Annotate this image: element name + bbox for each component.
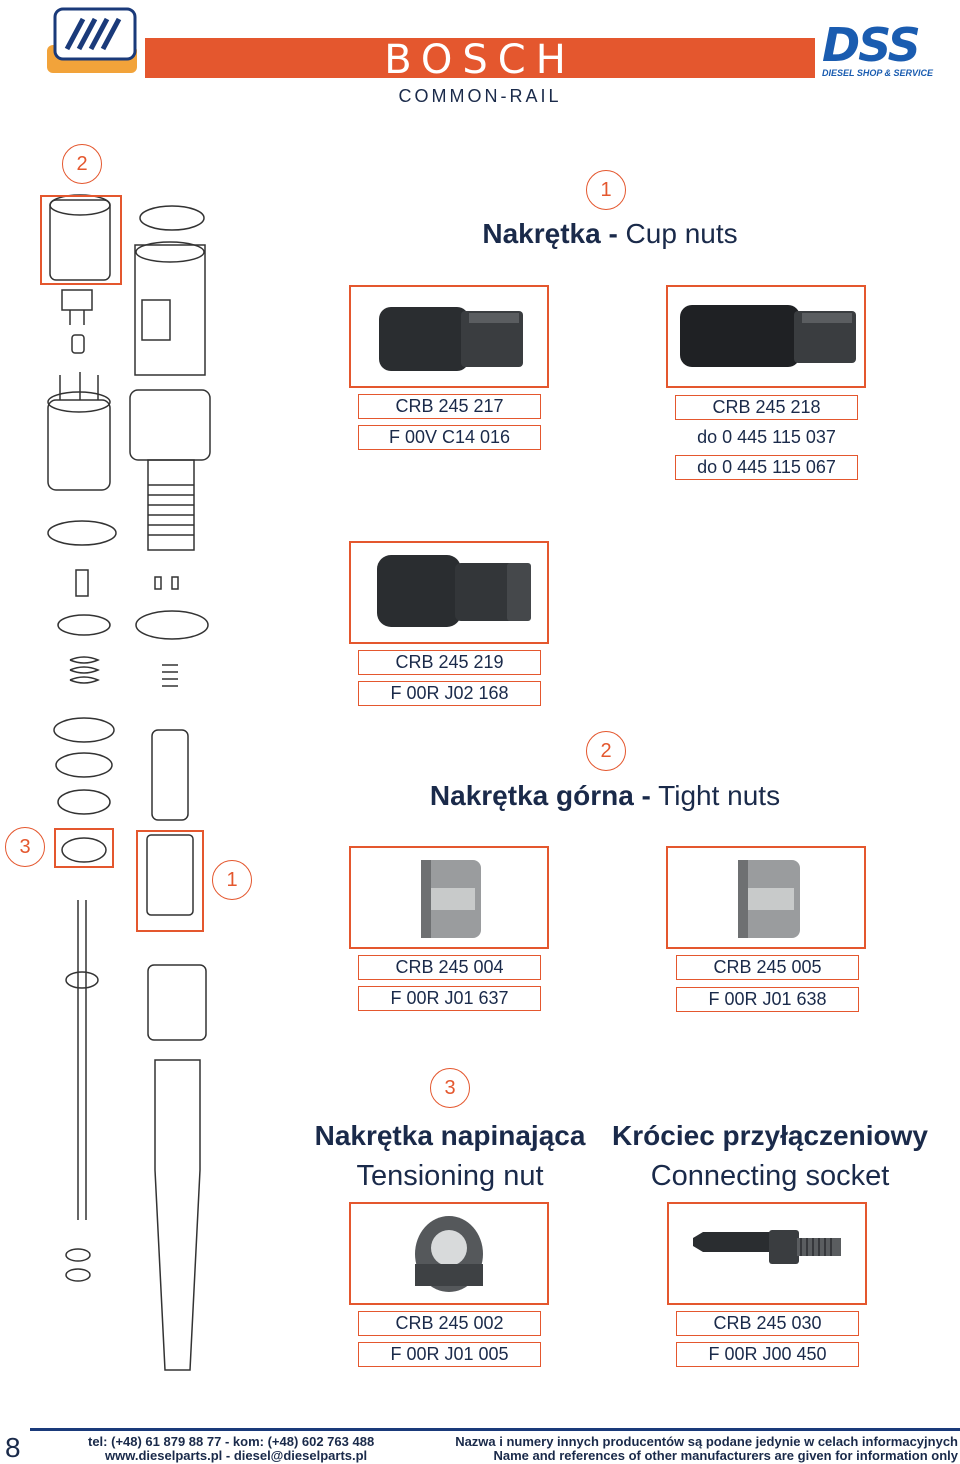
diagram-marker-1: 1 — [212, 860, 252, 900]
code-f00r-j00-450: F 00R J00 450 — [676, 1342, 859, 1367]
product-photo-crb-245-030 — [667, 1202, 867, 1305]
footer-note-pl: Nazwa i numery innych producentów są pod… — [455, 1434, 958, 1449]
diagram-highlight-tensioning-nut — [54, 828, 114, 868]
code-crb-245-219: CRB 245 219 — [358, 650, 541, 675]
diagram-highlight-cup-nut — [136, 830, 204, 932]
diagram-marker-2: 2 — [62, 144, 102, 184]
code-0445115037: do 0 445 115 037 — [697, 427, 836, 447]
product-photo-crb-245-002 — [349, 1202, 549, 1305]
header-bar — [145, 38, 815, 78]
title-en: Cup nuts — [625, 218, 738, 249]
footer-divider — [30, 1428, 960, 1431]
code-0445115067: do 0 445 115 067 — [675, 455, 858, 480]
product-photo-crb-245-219 — [349, 541, 549, 644]
section-title-cup-nuts: Nakrętka - Cup nuts — [440, 218, 780, 250]
title-tensioning-nut-en: Tensioning nut — [356, 1160, 544, 1192]
product-photo-crb-245-005 — [666, 846, 866, 949]
brand-title: BOSCH — [384, 37, 576, 83]
company-logo — [47, 7, 137, 73]
code-crb-245-005: CRB 245 005 — [676, 955, 859, 980]
code-crb-245-217: CRB 245 217 — [358, 394, 541, 419]
footer-contact-web: www.dieselparts.pl - diesel@dieselparts.… — [105, 1448, 368, 1463]
code-f00r-j01-637: F 00R J01 637 — [358, 986, 541, 1011]
product-photo-crb-245-004 — [349, 846, 549, 949]
code-crb-245-002: CRB 245 002 — [358, 1311, 541, 1336]
section-title-tight-nuts: Nakrętka górna - Tight nuts — [390, 780, 820, 812]
tensioning-nut-image — [415, 1216, 483, 1292]
title-pl: Nakrętka - — [482, 218, 618, 249]
page-number: 8 — [5, 1432, 21, 1463]
title-connecting-socket-pl: Króciec przyłączeniowy — [612, 1120, 928, 1151]
code-f00r-j01-638: F 00R J01 638 — [676, 987, 859, 1012]
cup-nut-stepped-image — [377, 555, 531, 627]
product-photo-crb-245-218 — [666, 285, 866, 388]
section-number-tight-nuts: 2 — [586, 731, 626, 771]
code-crb-245-004: CRB 245 004 — [358, 955, 541, 980]
title-en: Tight nuts — [658, 780, 781, 811]
connecting-socket-image — [693, 1230, 841, 1264]
cup-nut-long-image — [680, 305, 856, 367]
diagram-highlight-tight-nut — [40, 195, 122, 285]
footer-contact-phone: tel: (+48) 61 879 88 77 - kom: (+48) 602… — [88, 1434, 375, 1449]
code-f00r-j02-168: F 00R J02 168 — [358, 681, 541, 706]
dss-logo: DSS DIESEL SHOP & SERVICE — [822, 22, 952, 82]
footer-note-en: Name and references of other manufacture… — [493, 1448, 958, 1463]
code-crb-245-030: CRB 245 030 — [676, 1311, 859, 1336]
brand-subtitle: COMMON-RAIL — [398, 86, 562, 106]
section-number-cup-nuts: 1 — [586, 170, 626, 210]
dss-logo-text: DSS — [822, 18, 921, 72]
code-f00r-j01-005: F 00R J01 005 — [358, 1342, 541, 1367]
diagram-marker-3: 3 — [5, 827, 45, 867]
title-tensioning-nut-pl: Nakrętka napinająca — [314, 1120, 586, 1151]
section-number-tensioning-nut: 3 — [430, 1068, 470, 1108]
code-f00v-c14-016: F 00V C14 016 — [358, 425, 541, 450]
cup-nut-image — [379, 307, 523, 371]
dss-logo-tagline: DIESEL SHOP & SERVICE — [822, 68, 934, 78]
tight-nut-image — [421, 860, 481, 938]
tight-nut-image-2 — [738, 860, 800, 938]
title-connecting-socket-en: Connecting socket — [650, 1160, 890, 1192]
injector-exploded-diagram — [47, 194, 211, 1371]
code-crb-245-218: CRB 245 218 — [675, 395, 858, 420]
product-photo-crb-245-217 — [349, 285, 549, 388]
title-pl: Nakrętka górna - — [429, 780, 651, 811]
